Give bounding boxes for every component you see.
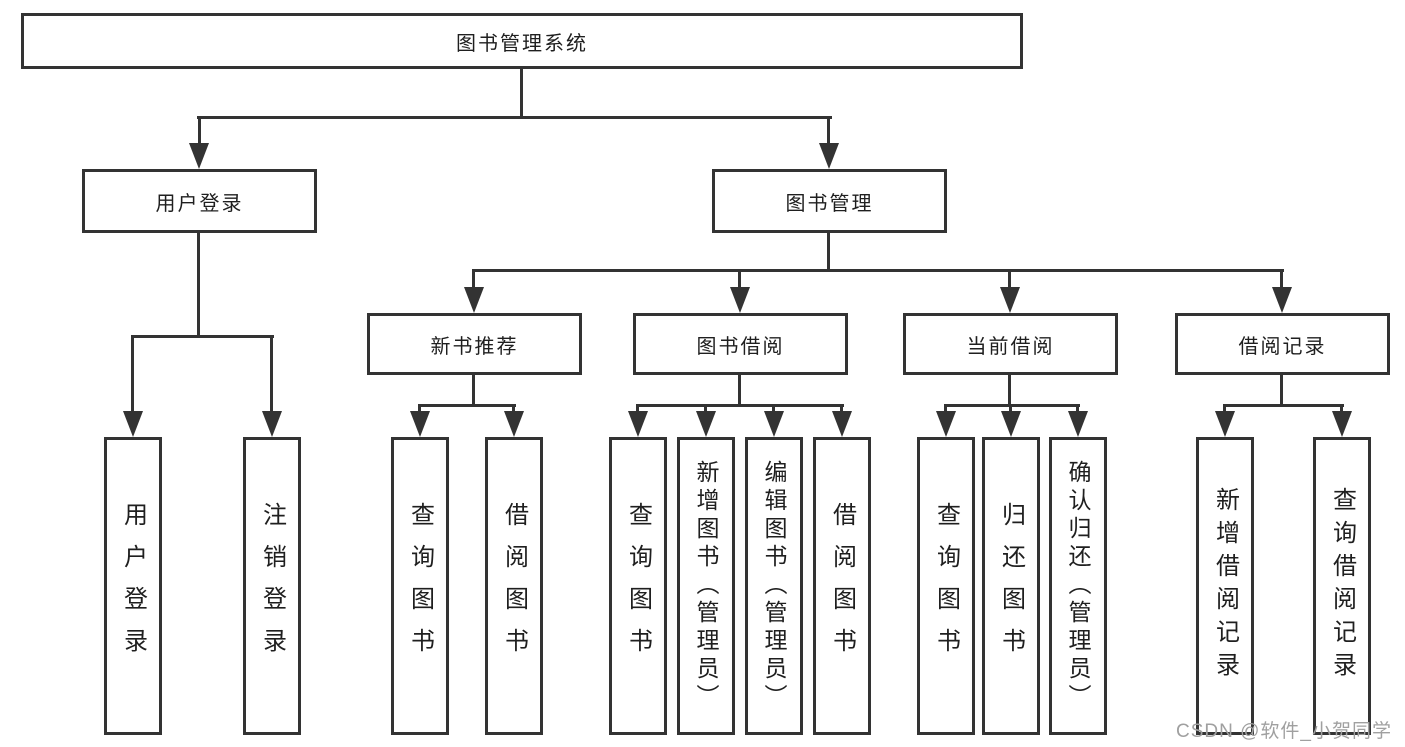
leaf-current-query-books: 查询图书 [917, 437, 975, 735]
leaf-logout-label: 注销登录 [258, 502, 286, 670]
leaf-recommend-query-books-label: 查询图书 [406, 502, 434, 670]
arrow-down-icon [410, 411, 430, 437]
arrow-down-icon [1000, 287, 1020, 313]
leaf-query-borrow-record-label: 查询借阅记录 [1328, 487, 1356, 685]
connector-line [1008, 375, 1011, 407]
connector-line [520, 69, 523, 118]
node-new-book-recommend-label: 新书推荐 [430, 335, 519, 358]
connector-line [1340, 404, 1343, 416]
node-borrow-records: 借阅记录 [1175, 313, 1390, 375]
arrow-down-icon [464, 287, 484, 313]
node-current-borrow-label: 当前借阅 [966, 335, 1055, 358]
node-book-management: 图书管理 [712, 169, 947, 233]
arrow-down-icon [628, 411, 648, 437]
arrow-down-icon [1272, 287, 1292, 313]
arrow-down-icon [1001, 411, 1021, 437]
connector-line [636, 404, 844, 407]
connector-line [840, 404, 843, 416]
arrow-down-icon [764, 411, 784, 437]
leaf-add-borrow-record: 新增借阅记录 [1196, 437, 1254, 735]
node-book-management-label: 图书管理 [785, 192, 874, 215]
leaf-edit-books-admin-label: 编辑图书（管理员） [761, 460, 787, 712]
arrow-down-icon [1215, 411, 1235, 437]
connector-line [738, 269, 741, 293]
connector-line [1223, 404, 1344, 407]
leaf-user-login: 用户登录 [104, 437, 162, 735]
leaf-edit-books-admin: 编辑图书（管理员） [745, 437, 803, 735]
node-book-borrow: 图书借阅 [633, 313, 848, 375]
connector-line [472, 269, 1284, 272]
connector-line [827, 233, 830, 272]
connector-line [197, 116, 832, 119]
connector-line [197, 233, 200, 338]
node-borrow-records-label: 借阅记录 [1238, 335, 1327, 358]
arrow-down-icon [936, 411, 956, 437]
arrow-down-icon [504, 411, 524, 437]
watermark-text: CSDN @软件_小贺同学 [1176, 721, 1392, 742]
leaf-borrow-borrow-books: 借阅图书 [813, 437, 871, 735]
arrow-down-icon [696, 411, 716, 437]
connector-line [512, 404, 515, 416]
node-user-login-label: 用户登录 [155, 192, 244, 215]
leaf-borrow-borrow-books-label: 借阅图书 [828, 502, 856, 670]
connector-line [636, 404, 639, 416]
node-root-label: 图书管理系统 [456, 32, 588, 55]
leaf-current-query-books-label: 查询图书 [932, 502, 960, 670]
leaf-confirm-return-admin-label: 确认归还（管理员） [1065, 460, 1091, 712]
arrow-down-icon [262, 411, 282, 437]
connector-line [738, 375, 741, 407]
connector-line [944, 404, 1080, 407]
connector-line [270, 335, 273, 415]
leaf-borrow-query-books: 查询图书 [609, 437, 667, 735]
leaf-recommend-query-books: 查询图书 [391, 437, 449, 735]
leaf-add-books-admin: 新增图书（管理员） [677, 437, 735, 735]
connector-line [1076, 404, 1079, 416]
leaf-query-borrow-record: 查询借阅记录 [1313, 437, 1371, 735]
connector-line [472, 375, 475, 407]
leaf-borrow-query-books-label: 查询图书 [624, 502, 652, 670]
connector-line [198, 116, 201, 147]
arrow-down-icon [1332, 411, 1352, 437]
arrow-down-icon [730, 287, 750, 313]
connector-line [472, 269, 475, 293]
connector-line [944, 404, 947, 416]
leaf-confirm-return-admin: 确认归还（管理员） [1049, 437, 1107, 735]
connector-line [772, 404, 775, 416]
connector-line [1280, 375, 1283, 407]
connector-line [704, 404, 707, 416]
leaf-add-borrow-record-label: 新增借阅记录 [1211, 487, 1239, 685]
leaf-recommend-borrow-books-label: 借阅图书 [500, 502, 528, 670]
leaf-return-books: 归还图书 [982, 437, 1040, 735]
arrow-down-icon [832, 411, 852, 437]
connector-line [131, 335, 274, 338]
node-current-borrow: 当前借阅 [903, 313, 1118, 375]
leaf-return-books-label: 归还图书 [997, 502, 1025, 670]
leaf-logout: 注销登录 [243, 437, 301, 735]
connector-line [418, 404, 516, 407]
leaf-recommend-borrow-books: 借阅图书 [485, 437, 543, 735]
leaf-user-login-label: 用户登录 [119, 502, 147, 670]
connector-line [1008, 269, 1011, 293]
leaf-add-books-admin-label: 新增图书（管理员） [693, 460, 719, 712]
connector-line [418, 404, 421, 416]
node-book-borrow-label: 图书借阅 [696, 335, 785, 358]
arrow-down-icon [819, 143, 839, 169]
arrow-down-icon [1068, 411, 1088, 437]
connector-line [827, 116, 830, 147]
arrow-down-icon [123, 411, 143, 437]
node-user-login: 用户登录 [82, 169, 317, 233]
connector-line [1223, 404, 1226, 416]
connector-line [131, 335, 134, 415]
arrow-down-icon [189, 143, 209, 169]
node-root: 图书管理系统 [21, 13, 1023, 69]
connector-line [1009, 404, 1012, 416]
connector-line [1280, 269, 1283, 293]
node-new-book-recommend: 新书推荐 [367, 313, 582, 375]
